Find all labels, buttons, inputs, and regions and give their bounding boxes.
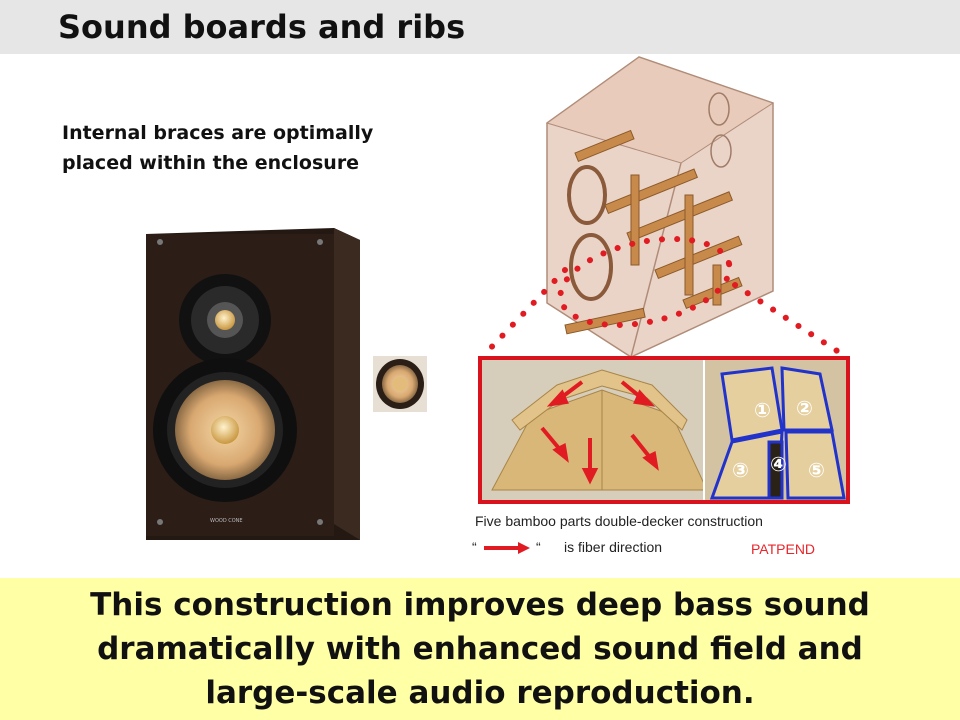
part-number-1: ① xyxy=(754,398,771,422)
part-number-5: ⑤ xyxy=(808,458,825,482)
subtitle-line-2: placed within the enclosure xyxy=(62,152,360,174)
woofer-thumbnail xyxy=(373,356,427,412)
quote-open: “ xyxy=(472,539,477,555)
subtitle: Internal braces are optimally placed wit… xyxy=(62,118,522,178)
summary-line-1: This construction improves deep bass sou… xyxy=(90,587,870,623)
red-arrow-icon xyxy=(484,542,530,554)
fiber-direction-text: is fiber direction xyxy=(564,539,663,555)
photo-caption: Five bamboo parts double-decker construc… xyxy=(475,513,763,529)
speaker-badge: WOOD CONE xyxy=(210,518,243,524)
summary-band xyxy=(0,578,960,720)
part-number-4: ④ xyxy=(770,452,787,476)
fiber-direction-legend: “ “ is fiber direction xyxy=(472,539,732,559)
part-number-2: ② xyxy=(796,396,813,420)
subtitle-line-1: Internal braces are optimally xyxy=(62,122,374,144)
part-number-3: ③ xyxy=(732,458,749,482)
summary-line-2: dramatically with enhanced sound field a… xyxy=(97,631,863,667)
enclosure-cutaway-image xyxy=(545,56,775,358)
summary-line-3: large-scale audio reproduction. xyxy=(205,675,755,711)
patent-pending-label: PATPEND xyxy=(751,541,816,557)
slide-title: Sound boards and ribs xyxy=(58,8,466,46)
bamboo-parts-illustration xyxy=(482,360,846,500)
summary-text: This construction improves deep bass sou… xyxy=(0,583,960,715)
bamboo-parts-photo: ① ② ③ ④ ⑤ xyxy=(478,356,850,504)
speaker-image: WOOD CONE xyxy=(146,228,360,540)
quote-close: “ xyxy=(536,539,541,555)
title-bar xyxy=(0,0,960,54)
